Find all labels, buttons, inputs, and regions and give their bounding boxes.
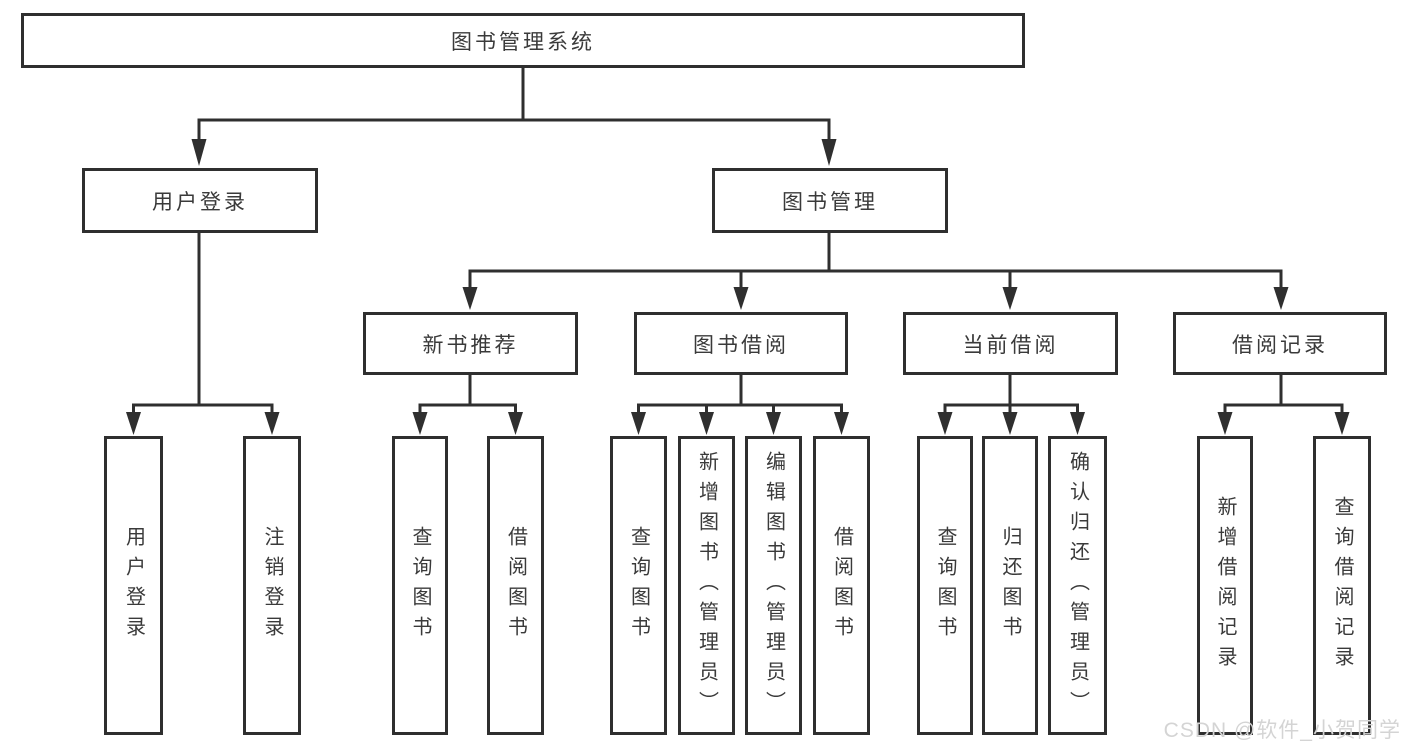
connector-userlogin-to-leaves xyxy=(132,231,274,414)
connector-level3-to-leaves xyxy=(418,373,1344,414)
arrow-down-icon xyxy=(1002,287,1018,310)
node-leaf-user-login: 用户登录 xyxy=(104,436,163,735)
node-book-borrowing: 图书借阅 xyxy=(634,312,848,375)
arrow-down-icon xyxy=(412,412,428,435)
node-leaf-borrow-books-1: 借阅图书 xyxy=(487,436,544,735)
node-leaf-edit-books-admin: 编辑图书（管理员） xyxy=(745,436,802,735)
arrow-down-icon xyxy=(699,412,714,435)
node-book-management: 图书管理 xyxy=(712,168,948,233)
connector-bookmgmt-to-level3 xyxy=(468,231,1283,289)
arrow-down-icon xyxy=(766,412,781,435)
arrow-down-icon xyxy=(126,412,141,435)
node-leaf-query-books-1: 查询图书 xyxy=(392,436,448,735)
arrow-down-icon xyxy=(1070,412,1085,435)
arrow-down-icon xyxy=(508,412,523,435)
arrow-down-icon xyxy=(733,287,749,310)
node-leaf-add-borrow-record: 新增借阅记录 xyxy=(1197,436,1253,735)
arrow-down-icon xyxy=(1002,412,1018,435)
node-leaf-borrow-books-2: 借阅图书 xyxy=(813,436,870,735)
arrow-down-icon xyxy=(937,412,953,435)
arrow-down-icon xyxy=(1334,412,1350,435)
arrow-down-icon xyxy=(191,139,207,166)
arrow-down-icon xyxy=(631,412,646,435)
node-leaf-logout: 注销登录 xyxy=(243,436,301,735)
csdn-watermark: CSDN @软件_小贺同学 xyxy=(1163,719,1401,742)
connector-root-to-level2 xyxy=(197,68,831,141)
node-user-login: 用户登录 xyxy=(82,168,318,233)
arrow-down-icon xyxy=(821,139,837,166)
node-leaf-query-books-2: 查询图书 xyxy=(610,436,667,735)
arrow-down-icon xyxy=(462,287,478,310)
node-leaf-query-books-3: 查询图书 xyxy=(917,436,973,735)
arrow-down-icon xyxy=(1273,287,1289,310)
arrow-down-icon xyxy=(264,412,280,435)
node-leaf-query-borrow-record: 查询借阅记录 xyxy=(1313,436,1371,735)
node-leaf-confirm-return-admin: 确认归还（管理员） xyxy=(1048,436,1107,735)
node-new-book-recommend: 新书推荐 xyxy=(363,312,578,375)
arrow-down-icon xyxy=(1217,412,1233,435)
node-borrowing-records: 借阅记录 xyxy=(1173,312,1387,375)
node-leaf-add-books-admin: 新增图书（管理员） xyxy=(678,436,735,735)
node-current-borrowing: 当前借阅 xyxy=(903,312,1118,375)
node-leaf-return-books: 归还图书 xyxy=(982,436,1038,735)
node-root: 图书管理系统 xyxy=(21,13,1025,68)
arrow-down-icon xyxy=(834,412,849,435)
